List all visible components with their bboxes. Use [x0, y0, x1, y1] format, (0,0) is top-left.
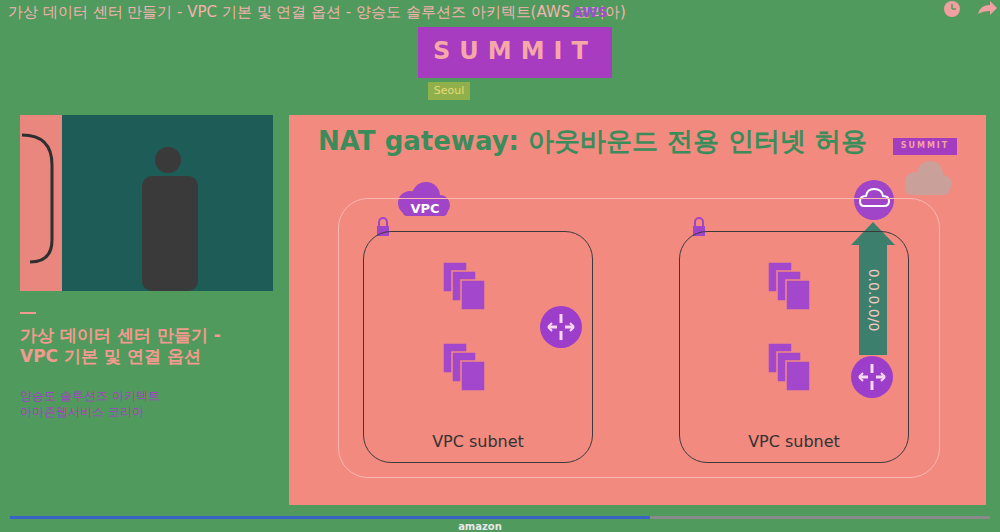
seoul-badge: [428, 82, 470, 100]
slide-logo: [893, 138, 957, 155]
internet-cloud: [905, 161, 952, 195]
progress-played: [10, 516, 650, 519]
label-slot: SUMMIT: [418, 36, 612, 66]
label-slot: 0.0.0.0/0: [865, 250, 883, 350]
session-title: 가상 데이터 센터 만들기 - VPC 기본 및 연결 옵션: [20, 325, 232, 367]
clock-icon: [944, 1, 960, 17]
vpc-region: VPC subnet VPC subnet VPC: [338, 198, 940, 478]
route-arrow-head: [851, 222, 895, 245]
subnet-label: VPC subnet: [432, 432, 524, 452]
route-arrow-shaft: [859, 243, 887, 355]
label-slot: SUMMIT: [893, 141, 957, 151]
label-slot: 가상 데이터 센터 만들기 - VPC 기본 및 연결 옵션: [20, 325, 232, 367]
lock-icon: [377, 218, 389, 236]
router-icon: [540, 306, 582, 348]
speaker-company: 아마존웹서비스 코리아: [20, 405, 270, 420]
route-label: 0.0.0.0/0: [865, 250, 883, 350]
nat-gateway-icon: [851, 356, 893, 398]
speaker-name: 양승도 솔루션즈 아키텍트: [20, 389, 270, 404]
share-icon: [978, 1, 997, 15]
accent-dash: [20, 312, 36, 314]
inset-wall: [20, 115, 62, 291]
logo-summit: SUMMIT: [418, 36, 612, 66]
progress-rest: [650, 516, 990, 519]
clock-hands: [952, 4, 956, 9]
subnet-label: VPC subnet: [748, 432, 840, 452]
speaker-body: [142, 176, 198, 291]
label-slot: 가상 데이터 센터 만들기 - VPC 기본 및 연결 옵션 - 양승도 솔루션…: [8, 3, 908, 22]
speaker-head: [155, 147, 181, 173]
slide-logo-text: SUMMIT: [893, 141, 957, 151]
slide-title: NAT gateway: 아웃바운드 전용 인터넷 허용: [318, 125, 918, 157]
footer-amazon: amazon: [440, 520, 520, 532]
subnet-box: VPC subnet: [363, 231, 593, 463]
video-inset: [20, 115, 273, 291]
slide-panel: [289, 115, 986, 505]
summit-logo: [418, 27, 612, 78]
internet-gateway-icon: [854, 180, 894, 220]
vpc-badge: VPC: [403, 201, 447, 216]
label-slot: amazon: [440, 520, 520, 532]
video-title: 가상 데이터 센터 만들기 - VPC 기본 및 연결 옵션 - 양승도 솔루션…: [8, 3, 908, 22]
label-slot: 양승도 솔루션즈 아키텍트: [20, 389, 270, 404]
instance-stack: [443, 343, 485, 391]
logo-aws: AWS: [566, 3, 614, 21]
title-slot: NAT gateway: 아웃바운드 전용 인터넷 허용: [318, 125, 918, 157]
instance-stack: [443, 262, 485, 310]
label-slot: Seoul: [428, 84, 470, 98]
label-slot: AWS: [566, 3, 614, 21]
inset-curve: [22, 135, 52, 262]
logo-seoul: Seoul: [428, 84, 470, 98]
instance-stack: [768, 262, 810, 310]
vpc-badge-cloud: [398, 182, 450, 216]
instance-stack: [768, 343, 810, 391]
lock-icon: [693, 218, 705, 236]
subnet-box: VPC subnet: [679, 231, 909, 463]
label-slot: 아마존웹서비스 코리아: [20, 405, 270, 420]
